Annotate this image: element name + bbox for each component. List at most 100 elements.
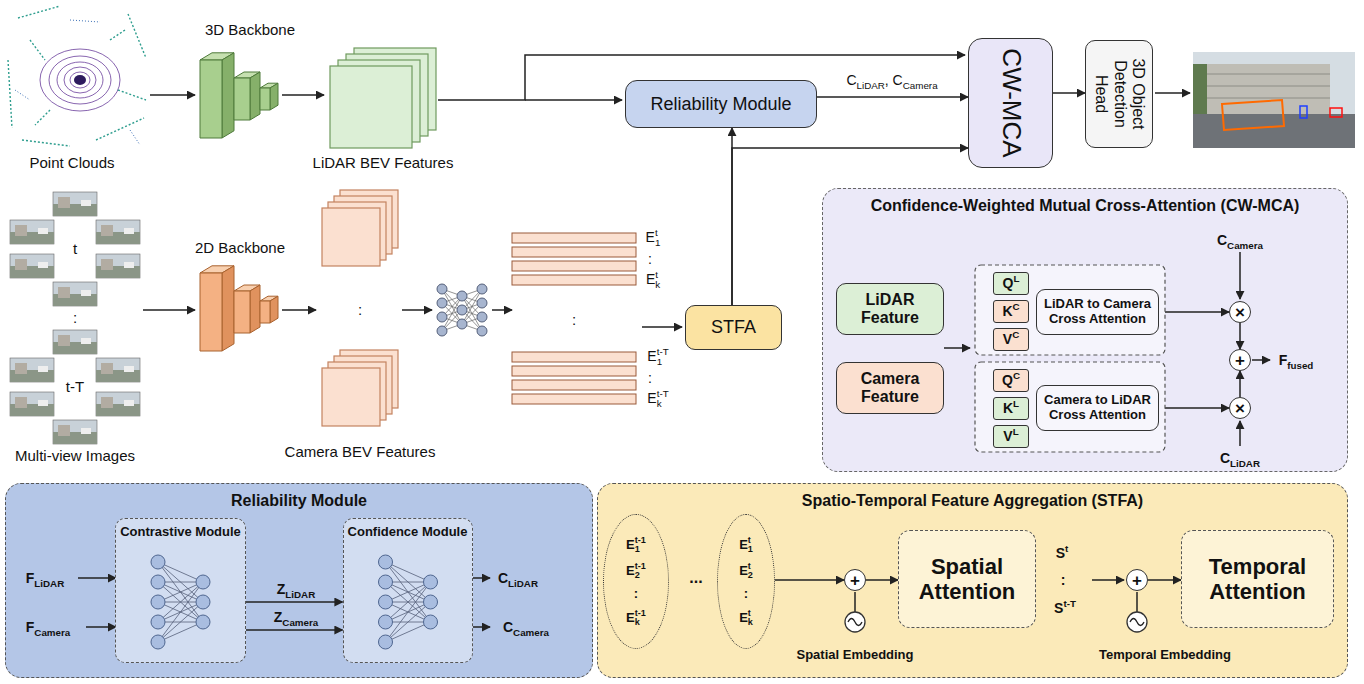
embedding-label: t-Tk	[657, 389, 669, 409]
camera-bev-stack	[328, 202, 386, 260]
box-label: VL	[1003, 428, 1018, 444]
multi-view-images	[96, 358, 140, 382]
embedding-bars	[512, 275, 636, 285]
multi-view-images	[10, 220, 54, 244]
signal-label: LiDAR	[508, 578, 538, 589]
signal-label: FLiDAR	[26, 570, 65, 586]
embedding-bars	[512, 261, 636, 271]
ellipsis: ...	[689, 569, 702, 587]
ellipsis: :	[358, 301, 362, 318]
backbone-3d-icon	[260, 83, 278, 88]
backbone-3d-icon	[270, 83, 278, 110]
box-label: L	[1013, 274, 1019, 285]
point-cloud-image	[15, 20, 140, 145]
multi-view-images	[10, 254, 54, 278]
panel-art	[845, 612, 865, 632]
network-icon	[343, 518, 473, 663]
embedding-label: t-T1	[657, 347, 669, 367]
box-label: Confidence Module	[348, 525, 468, 540]
multi-view-images	[10, 392, 54, 416]
signal-label: St-T	[1054, 600, 1076, 616]
arrow-connector	[1159, 407, 1229, 409]
caption: Temporal Embedding	[1099, 648, 1231, 663]
mlp-icon	[457, 291, 467, 301]
box-label: t-1	[635, 562, 646, 571]
signal-label: St	[1056, 545, 1069, 561]
box-label: L	[1013, 399, 1019, 410]
panel-art	[470, 626, 490, 628]
detection-output-image	[1300, 106, 1307, 118]
lidar-bev-stack	[346, 54, 428, 136]
box-label: k	[635, 618, 646, 627]
box-label: Et-1k	[626, 609, 646, 627]
network-icon	[151, 555, 210, 649]
box-label: 1	[748, 545, 753, 554]
panel-art	[1127, 612, 1147, 632]
detection-head-box: 3D Object Detection Head	[1085, 40, 1153, 148]
signal-label: LiDAR	[1230, 458, 1260, 469]
detection-output-image	[1193, 52, 1355, 148]
panel-art	[854, 592, 856, 612]
detail-panel: Confidence-Weighted Mutual Cross-Attenti…	[822, 188, 1348, 472]
lidar-bev-stack	[330, 48, 436, 148]
arrow-connector	[866, 579, 898, 581]
flow-arrow	[143, 309, 195, 311]
point-cloud-image	[57, 62, 103, 98]
signal-label: CLiDAR	[1220, 450, 1260, 466]
box-label: LiDAR to Camera Cross Attention	[1037, 297, 1158, 327]
backbone-2d-icon	[200, 266, 278, 351]
panel-art	[975, 265, 1165, 355]
embedding-bars	[512, 366, 636, 376]
edge-label: ZCamera	[274, 609, 319, 625]
embedding-label: t1	[655, 228, 660, 248]
embedding-label: Et1	[646, 228, 661, 248]
backbone-2d-icon	[200, 266, 234, 273]
group-ellipse: Et1Et2:Etk	[717, 514, 775, 649]
edge-label: LiDAR	[285, 589, 315, 600]
camera-bev-stack	[328, 362, 386, 420]
panel-title: Reliability Module	[231, 492, 367, 510]
point-cloud-image	[64, 67, 96, 93]
box-label: Et-12	[626, 562, 646, 580]
panel-art	[944, 347, 970, 349]
panel-title: Confidence-Weighted Mutual Cross-Attenti…	[871, 197, 1300, 215]
multi-view-images	[96, 392, 140, 416]
lidar-bev-stack	[338, 60, 420, 142]
ellipsis: :	[73, 309, 77, 326]
embedding-bars	[512, 380, 636, 390]
mlp-icon	[477, 326, 487, 336]
backbone-2d-icon	[234, 291, 250, 333]
box-label: t	[748, 536, 753, 545]
backbone-2d-icon	[234, 285, 260, 291]
box-label: KC	[1002, 303, 1019, 319]
mlp-icon	[477, 312, 487, 322]
arrow-connector	[1239, 371, 1241, 397]
caption: Multi-view Images	[15, 447, 135, 464]
attention-box: Temporal Attention	[1181, 530, 1334, 628]
box-label: +	[1235, 352, 1245, 369]
multiply-circle: ×	[1229, 397, 1251, 419]
box-label: Temporal Attention	[1182, 554, 1333, 605]
box-label: ×	[1235, 400, 1245, 417]
mlp-icon	[477, 298, 487, 308]
multi-view-images	[53, 420, 97, 444]
box-label: t-1	[635, 609, 646, 618]
box-label: :	[634, 587, 638, 601]
flow-arrow	[282, 309, 316, 311]
box-label: C	[1013, 371, 1020, 382]
box-label: Contrastive Module	[120, 525, 241, 540]
camera-bev-stack	[334, 196, 392, 254]
qkv-box: KL	[993, 397, 1029, 420]
panel-art	[944, 252, 1270, 446]
box-label: STFA	[711, 317, 756, 338]
mlp-icon	[437, 298, 447, 308]
point-cloud-image	[74, 75, 86, 85]
feature-box: LiDAR Feature	[836, 283, 944, 335]
box-label: Reliability Module	[650, 94, 791, 115]
embedding-label: Et-T1	[647, 347, 668, 367]
lidar-bev-stack	[354, 48, 436, 130]
detail-panel: Reliability ModuleContrastive Module Conf…	[5, 483, 593, 678]
box-label: t1	[748, 536, 753, 554]
qkv-box: QC	[993, 369, 1029, 392]
arrow-connector	[1053, 92, 1085, 94]
